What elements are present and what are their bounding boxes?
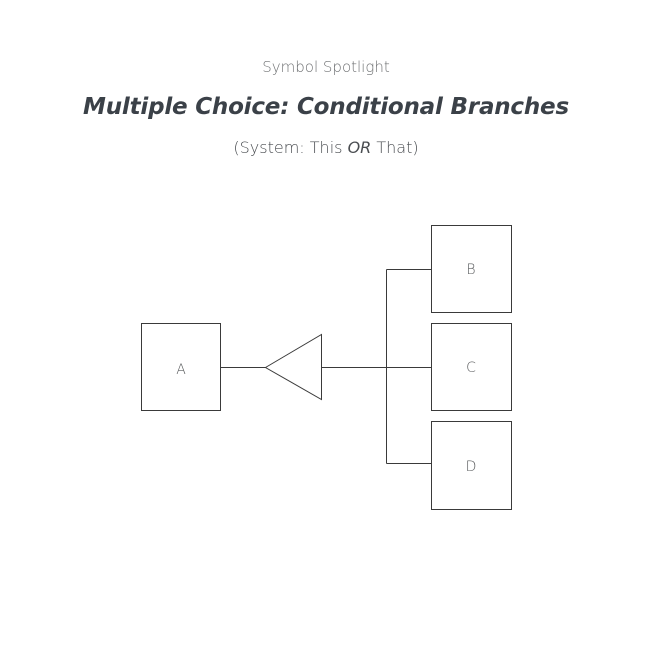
branch-box-c: C — [431, 323, 512, 411]
kicker-label: Symbol Spotlight — [262, 58, 390, 76]
branch-box-b: B — [431, 225, 512, 313]
branch-box-c-label: C — [466, 360, 476, 376]
page-title: Multiple Choice: Conditional Branches — [83, 94, 569, 120]
branch-box-d: D — [431, 421, 512, 510]
branch-box-d-label: D — [466, 459, 477, 475]
subtitle-suffix: That) — [371, 138, 419, 157]
branch-box-b-label: B — [466, 262, 475, 278]
subtitle-prefix: (System: This — [233, 138, 348, 157]
source-box: A — [141, 323, 221, 411]
or-triangle-symbol — [264, 333, 322, 401]
subtitle-emphasis: OR — [347, 138, 372, 157]
source-box-label: A — [176, 362, 186, 378]
page-subtitle: (System: This OR That) — [0, 138, 652, 157]
